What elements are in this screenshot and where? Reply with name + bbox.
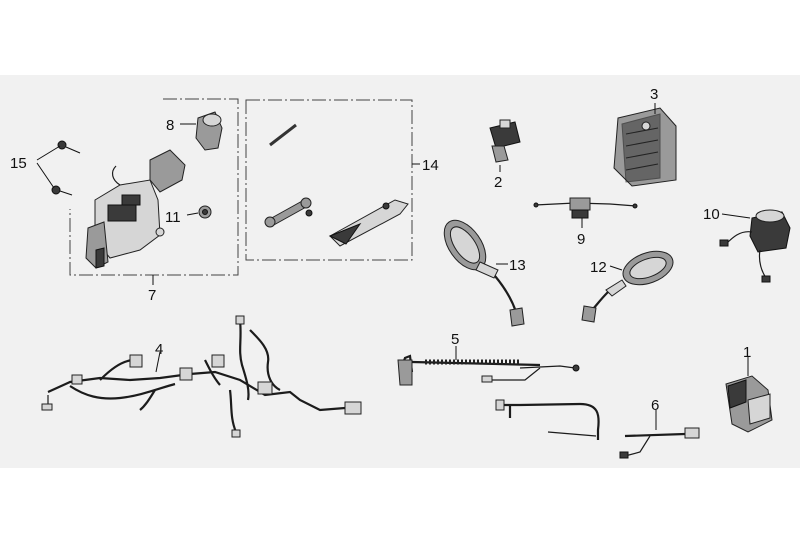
nut-part xyxy=(198,205,212,219)
group-14-border xyxy=(245,99,413,261)
leader-10 xyxy=(721,213,751,219)
callout-4: 4 xyxy=(155,341,163,358)
seat-lock-part xyxy=(195,111,223,151)
coil-part xyxy=(719,209,791,283)
callout-12: 12 xyxy=(590,259,607,276)
callout-5: 5 xyxy=(451,331,459,348)
ignition-switch xyxy=(85,149,186,269)
wire-harness xyxy=(41,315,362,438)
leader-11 xyxy=(186,212,199,216)
callout-2: 2 xyxy=(494,174,502,191)
leader-15 xyxy=(36,145,61,189)
group-7-border xyxy=(69,98,239,276)
fuse-wire xyxy=(533,197,638,219)
plug-cable xyxy=(397,354,580,386)
screw-15-b xyxy=(51,185,73,196)
callout-9: 9 xyxy=(577,231,585,248)
mirror-left xyxy=(443,219,525,327)
callout-7: 7 xyxy=(148,287,156,304)
leader-4 xyxy=(155,351,161,373)
relay-part xyxy=(489,119,521,163)
callout-13: 13 xyxy=(509,257,526,274)
callout-6: 6 xyxy=(651,397,659,414)
callout-10: 10 xyxy=(703,206,720,223)
callout-14: 14 xyxy=(422,157,439,174)
callout-15: 15 xyxy=(10,155,27,172)
mirror-right xyxy=(581,250,674,323)
leader-12 xyxy=(609,265,623,271)
screw-15-a xyxy=(57,140,81,154)
regulator-part xyxy=(613,107,677,187)
battery-cable xyxy=(495,399,700,459)
callout-3: 3 xyxy=(650,86,658,103)
part-1 xyxy=(725,375,773,433)
callout-11: 11 xyxy=(165,209,181,226)
callout-1: 1 xyxy=(743,344,751,361)
tool-kit xyxy=(264,123,409,247)
callout-8: 8 xyxy=(166,117,174,134)
